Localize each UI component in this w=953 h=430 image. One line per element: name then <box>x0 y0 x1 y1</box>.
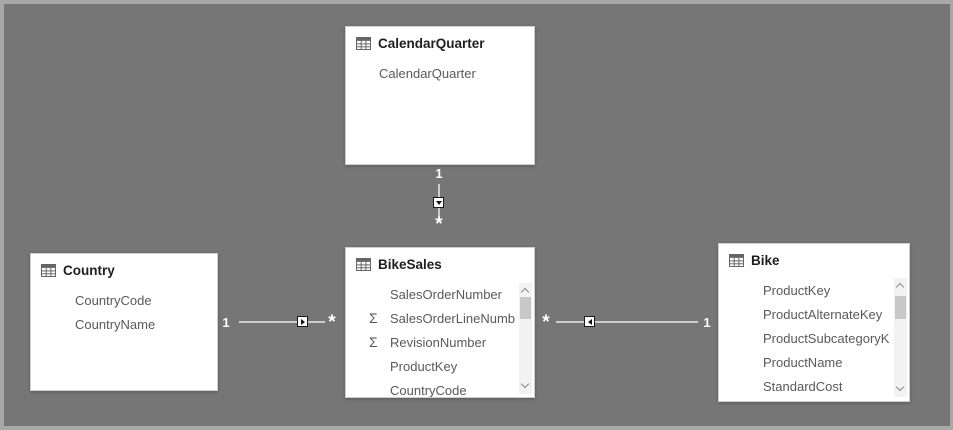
filter-direction-node[interactable] <box>297 316 308 327</box>
field-label: ProductName <box>763 354 843 370</box>
sigma-icon: Σ <box>369 310 378 326</box>
sigma-icon: Σ <box>369 334 378 350</box>
table-title: CalendarQuarter <box>378 36 485 51</box>
relationship-line-bike-bikesales[interactable] <box>556 321 698 323</box>
table-title: BikeSales <box>378 257 442 272</box>
chevron-up-icon[interactable] <box>895 282 905 292</box>
field-row[interactable]: ProductName <box>719 350 909 374</box>
field-label: SalesOrderLineNumb <box>390 310 516 326</box>
table-icon <box>41 264 56 277</box>
field-row[interactable]: Σ RevisionNumber <box>346 330 534 354</box>
field-label: StandardCost <box>763 378 843 394</box>
relationship-line-country-bikesales[interactable] <box>239 321 325 323</box>
field-row[interactable]: ProductKey <box>346 354 534 378</box>
field-label: RevisionNumber <box>390 334 487 350</box>
field-row[interactable]: CountryCode <box>31 288 217 312</box>
field-label: ProductAlternateKey <box>763 306 883 322</box>
field-list: SalesOrderNumber Σ SalesOrderLineNumb Σ Re… <box>346 282 534 398</box>
cardinality-many-label: * <box>328 312 336 333</box>
scrollbar[interactable] <box>519 283 532 394</box>
field-row[interactable]: ProductSubcategoryK <box>719 326 909 350</box>
table-title: Country <box>63 263 115 278</box>
field-label: ProductKey <box>763 282 831 298</box>
chevron-up-icon[interactable] <box>520 287 530 297</box>
field-label: CalendarQuarter <box>379 65 476 81</box>
field-row[interactable]: ProductKey <box>719 278 909 302</box>
chevron-down-icon[interactable] <box>895 382 905 392</box>
table-title: Bike <box>751 253 780 268</box>
cardinality-one-label: 1 <box>222 315 230 330</box>
field-row[interactable]: StandardCost <box>719 374 909 398</box>
field-row[interactable]: ProductAlternateKey <box>719 302 909 326</box>
field-row[interactable]: SalesOrderNumber <box>346 282 534 306</box>
field-row[interactable]: CountryCode <box>346 378 534 398</box>
cardinality-one-label: 1 <box>435 166 443 181</box>
table-header-country[interactable]: Country <box>31 254 217 278</box>
table-card-bike[interactable]: Bike ProductKey ProductAlternateKey Prod… <box>718 243 910 402</box>
field-list: CalendarQuarter <box>346 61 534 164</box>
filter-direction-node[interactable] <box>433 197 444 208</box>
scrollbar-thumb[interactable] <box>895 296 906 319</box>
scrollbar[interactable] <box>894 278 907 397</box>
arrow-right-icon <box>300 318 305 325</box>
cardinality-many-label: * <box>435 214 443 235</box>
table-card-country[interactable]: Country CountryCode CountryName <box>30 253 218 391</box>
field-row[interactable]: CountryName <box>31 312 217 336</box>
table-icon <box>356 37 371 50</box>
table-header-bikesales[interactable]: BikeSales <box>346 248 534 272</box>
field-label: SalesOrderNumber <box>390 286 502 302</box>
table-card-calendarquarter[interactable]: CalendarQuarter CalendarQuarter <box>345 26 535 165</box>
field-label: CountryCode <box>390 382 467 398</box>
table-header-bike[interactable]: Bike <box>719 244 909 268</box>
field-list: CountryCode CountryName <box>31 288 217 390</box>
field-row[interactable]: Σ SalesOrderLineNumb <box>346 306 534 330</box>
field-row[interactable]: CalendarQuarter <box>346 61 534 85</box>
table-icon <box>356 258 371 271</box>
arrow-down-icon <box>435 200 442 205</box>
filter-direction-node[interactable] <box>584 316 595 327</box>
chevron-down-icon[interactable] <box>520 379 530 389</box>
scrollbar-thumb[interactable] <box>520 297 531 319</box>
table-header-calendarquarter[interactable]: CalendarQuarter <box>346 27 534 51</box>
field-label: CountryName <box>75 316 156 332</box>
cardinality-one-label: 1 <box>703 315 711 330</box>
field-label: ProductSubcategoryK <box>763 330 890 346</box>
table-card-bikesales[interactable]: BikeSales SalesOrderNumber Σ SalesOrderLi… <box>345 247 535 398</box>
field-label: ProductKey <box>390 358 458 374</box>
field-list: ProductKey ProductAlternateKey ProductSu… <box>719 278 909 401</box>
table-icon <box>729 254 744 267</box>
field-label: CountryCode <box>75 292 152 308</box>
arrow-left-icon <box>587 318 592 325</box>
cardinality-many-label: * <box>542 312 550 333</box>
